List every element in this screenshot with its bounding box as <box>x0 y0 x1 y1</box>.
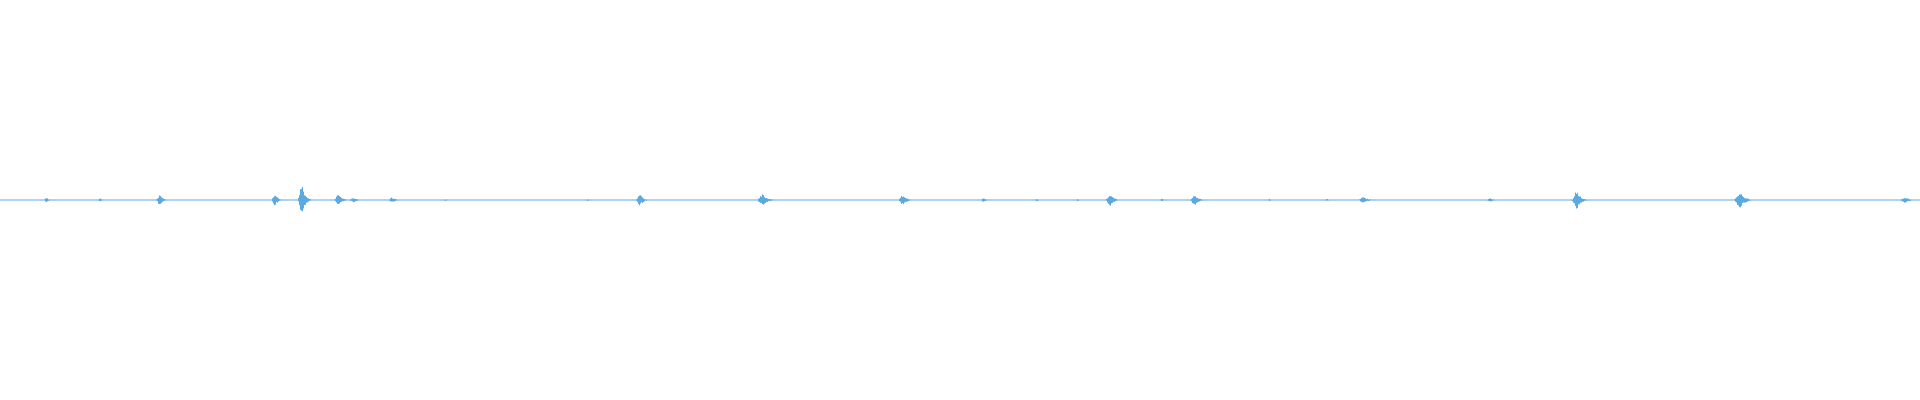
waveform-trace <box>0 186 1920 212</box>
